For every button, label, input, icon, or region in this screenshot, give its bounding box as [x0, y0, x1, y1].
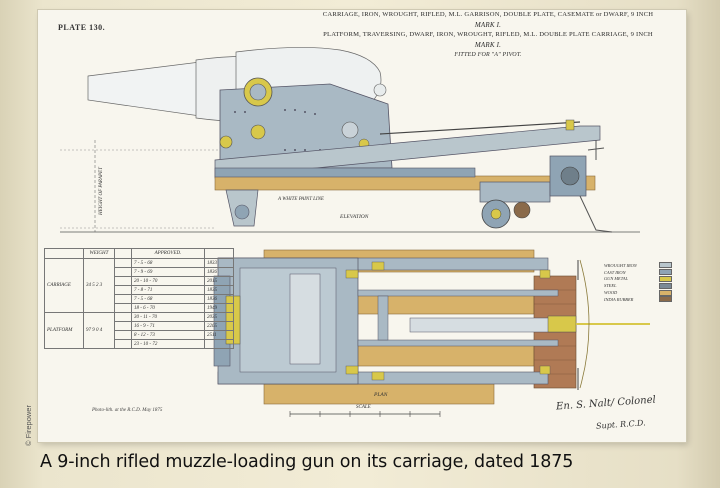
- legend-label: INDIA RUBBER: [604, 296, 634, 302]
- plan-label: PLAN: [374, 392, 388, 398]
- legend-label: WROUGHT IRON: [604, 262, 637, 268]
- legend-label: GUN METAL: [604, 276, 628, 282]
- table-row: CARRIAGE 34 5 2 3 7 - 5 - 68 1833: [44, 258, 234, 313]
- materials-legend: WROUGHT IRON CAST IRON GUN METAL STEEL W…: [604, 262, 672, 303]
- scale-label: SCALE: [356, 405, 371, 410]
- legend-label: CAST IRON: [604, 269, 626, 275]
- title-line-4: MARK I.: [474, 41, 502, 49]
- table-cell-date: 7 - 5 - 68: [131, 294, 205, 304]
- photo-credit: © Firepower: [24, 405, 33, 446]
- table-cell-number: [204, 339, 234, 349]
- table-cell-date: 30 - 11 - 70: [131, 312, 205, 322]
- legend-label: STEEL: [604, 283, 617, 289]
- title-line-3: PLATFORM, TRAVERSING, DWARF, IRON, WROUG…: [323, 31, 653, 38]
- legend-item: GUN METAL: [604, 275, 672, 283]
- legend-swatch: [659, 289, 672, 296]
- plate-number: PLATE 130.: [58, 23, 106, 32]
- approvals-table: WEIGHT APPROVED. CARRIAGE 34 5 2 3 7 - 5…: [44, 248, 234, 349]
- table-cell-number: 2035: [204, 312, 234, 322]
- table-cell-item: CARRIAGE: [44, 258, 84, 313]
- table-cell-number: 1835: [204, 285, 234, 295]
- table-header: WEIGHT: [83, 248, 115, 259]
- table-row: PLATFORM 97 9 0 4 30 - 11 - 70 2035: [44, 312, 234, 349]
- legend-swatch: [659, 275, 672, 282]
- legend-label: WOOD: [604, 290, 618, 296]
- table-cell-number: 1949: [204, 303, 234, 313]
- legend-item: STEEL: [604, 282, 672, 289]
- legend-item: WOOD: [604, 289, 672, 296]
- legend-swatch: [659, 262, 672, 269]
- table-cell-number: 1836: [204, 294, 234, 304]
- photo-lith-note: Photo-lith. at the R.C.D. May 1875: [92, 408, 163, 413]
- table-cell-date: 23 - 10 - 72: [131, 339, 205, 349]
- title-line-5: FITTED FOR "A" PIVOT.: [454, 52, 522, 58]
- title-line-1: CARRIAGE, IRON, WROUGHT, RIFLED, M.L. GA…: [322, 11, 654, 18]
- table-cell-date: 16 - 9 - 71: [131, 321, 205, 331]
- table-row: 23 - 10 - 72: [45, 339, 234, 349]
- table-cell-number: 2265: [204, 321, 234, 331]
- title-line-2: MARK I.: [474, 21, 502, 29]
- height-of-parapet-label: HEIGHT OF PARAPET: [99, 167, 104, 215]
- plan-view: [213, 249, 650, 417]
- board-caption: A 9-inch rifled muzzle-loading gun on it…: [40, 452, 574, 472]
- elevation-label: ELEVATION: [340, 214, 369, 220]
- table-cell-number: 2511: [204, 330, 234, 340]
- table-cell-weight: 97 9 0 4: [83, 312, 115, 349]
- legend-swatch: [659, 282, 672, 289]
- table-cell-date: 7 - 8 - 71: [131, 285, 205, 295]
- elevation-view: [60, 47, 640, 233]
- table-cell-number: 1833: [204, 258, 234, 268]
- table-cell-date: 8 - 12 - 73: [131, 330, 205, 340]
- table-cell-number: 1836: [204, 267, 234, 277]
- table-cell-number: 2015: [204, 276, 234, 286]
- legend-swatch: [659, 296, 672, 303]
- table-cell-date: 7 - 9 - 69: [131, 267, 205, 277]
- table-header: [114, 248, 132, 259]
- table-cell-item: PLATFORM: [44, 312, 84, 349]
- table-cell-date: 7 - 5 - 68: [131, 258, 205, 268]
- table-header-row: WEIGHT APPROVED.: [44, 248, 234, 259]
- title-block: CARRIAGE, IRON, WROUGHT, RIFLED, M.L. GA…: [300, 10, 676, 60]
- legend-item: WROUGHT IRON: [604, 262, 672, 269]
- table-cell-date: 18 - 6 - 70: [131, 303, 205, 313]
- white-paint-line-label: A WHITE PAINT LINE: [278, 197, 324, 202]
- legend-item: CAST IRON: [604, 269, 672, 276]
- table-cell-date: 20 - 10 - 70: [131, 276, 205, 286]
- table-header: [44, 248, 84, 259]
- table-cell-weight: 34 5 2 3: [83, 258, 115, 313]
- table-header: APPROVED.: [131, 248, 205, 259]
- legend-item: INDIA RUBBER: [604, 296, 672, 303]
- legend-swatch: [659, 269, 672, 276]
- table-header: [204, 248, 234, 259]
